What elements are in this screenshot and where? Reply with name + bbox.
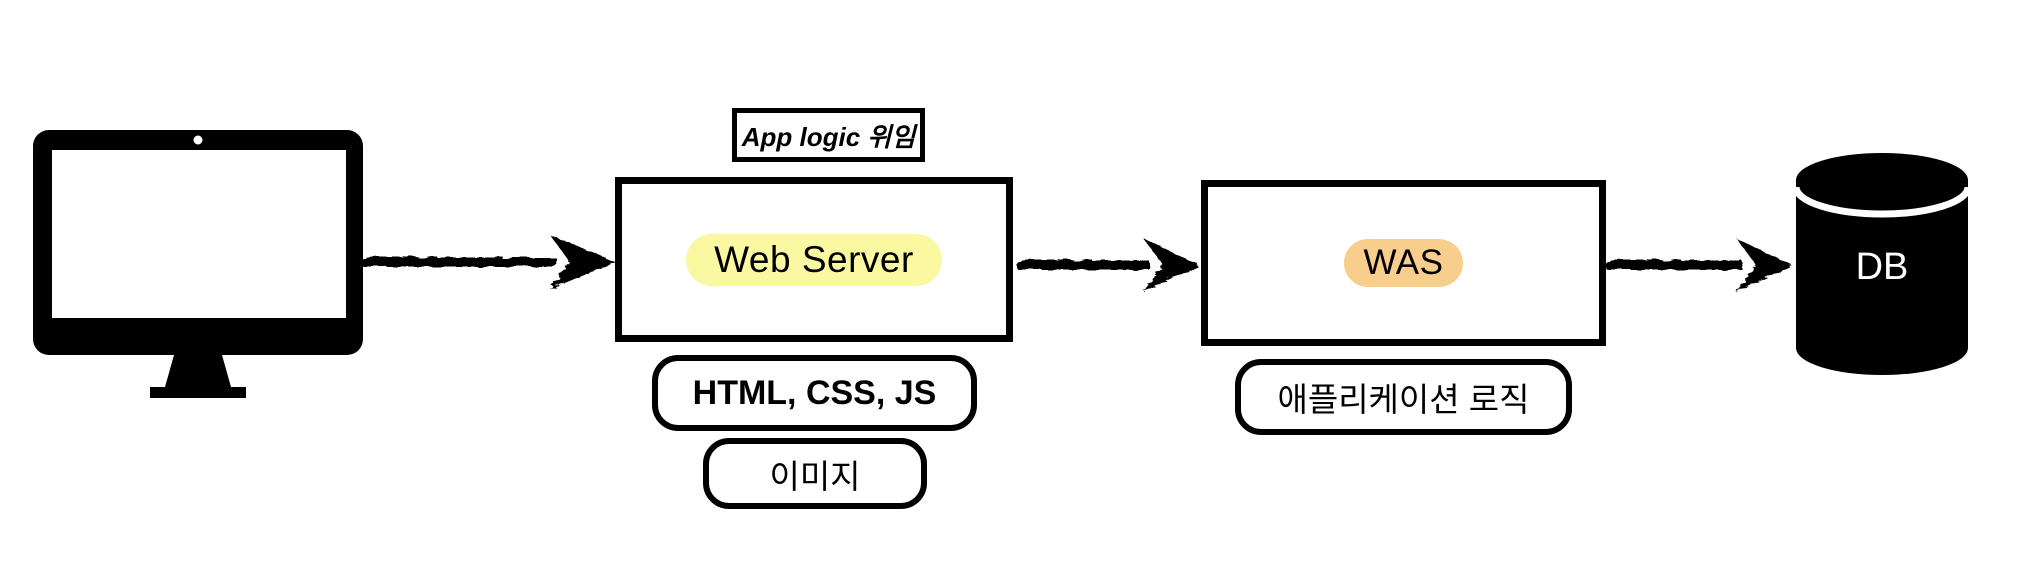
- was-label: WAS: [1363, 243, 1444, 282]
- webserver-highlight: Web Server: [686, 233, 942, 286]
- webserver-label: Web Server: [714, 238, 914, 280]
- webserver-serves-image: 이미지: [703, 438, 927, 509]
- webserver-note-label: App logic 위임: [741, 121, 916, 152]
- database-icon: DB: [1793, 153, 1971, 375]
- was-node: WAS: [1201, 180, 1606, 346]
- webserver-serves-html-css-js: HTML, CSS, JS: [652, 355, 977, 431]
- desktop-monitor-icon: [33, 130, 363, 398]
- flow-arrow-webserver-to-was-icon: [1017, 238, 1199, 292]
- flow-arrow-was-to-db-icon: [1606, 238, 1792, 292]
- webserver-note: App logic 위임: [732, 108, 925, 162]
- was-serves-application-logic: 애플리케이션 로직: [1235, 359, 1572, 435]
- flow-arrow-client-to-webserver-icon: [362, 235, 616, 289]
- db-label: DB: [1856, 246, 1909, 288]
- webserver-serves-image-label: 이미지: [769, 457, 861, 495]
- was-serves-application-logic-label: 애플리케이션 로직: [1277, 381, 1530, 418]
- webserver-node: Web Server: [615, 177, 1013, 342]
- webserver-serves-html-css-js-label: HTML, CSS, JS: [692, 373, 937, 412]
- was-highlight: WAS: [1343, 239, 1464, 287]
